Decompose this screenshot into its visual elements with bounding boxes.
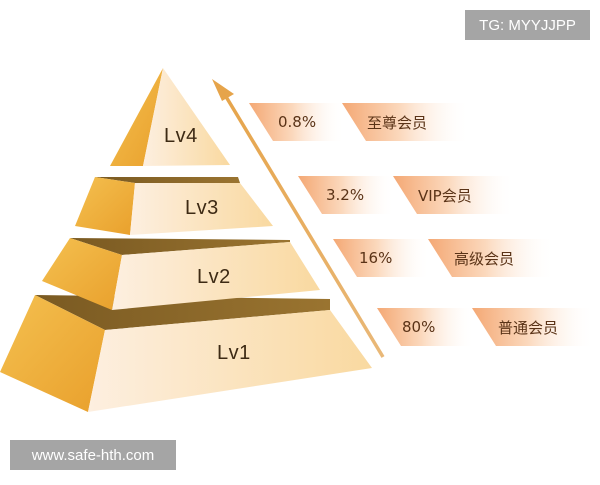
tag-bg — [472, 308, 595, 346]
percent-tag-lv4: 0.8% — [278, 103, 316, 141]
level-label-lv4: Lv4 — [164, 125, 198, 147]
pyramid-level-3 — [75, 177, 273, 235]
tag-bg — [393, 176, 515, 214]
percent-value: 16% — [359, 249, 393, 267]
percent-value: 3.2% — [326, 186, 365, 204]
tier-name: 至尊会员 — [367, 113, 428, 132]
tier-name: VIP会员 — [418, 186, 472, 205]
percent-tag-lv3: 3.2% — [326, 176, 364, 214]
tag-bg — [333, 239, 430, 277]
percent-tag-lv1: 80% — [402, 308, 435, 346]
tag-bg — [377, 308, 475, 346]
tier-tag-lv1: 普通会员 — [498, 308, 558, 346]
percent-value: 0.8% — [278, 113, 317, 131]
tier-tag-lv3: VIP会员 — [418, 176, 472, 214]
tag-bg — [342, 103, 470, 141]
level-label-lv2: Lv2 — [197, 266, 231, 288]
up-arrow-icon — [212, 79, 385, 358]
watermark-top-right: TG: MYYJJPP — [465, 10, 590, 40]
tag-bg — [428, 239, 555, 277]
watermark-bottom-left: www.safe-hth.com — [10, 440, 176, 470]
tier-tag-lv4: 至尊会员 — [367, 103, 427, 141]
tier-name: 高级会员 — [454, 249, 515, 268]
tag-bg — [249, 103, 345, 141]
tier-name: 普通会员 — [498, 318, 559, 337]
tag-bg — [298, 176, 395, 214]
level-label-lv3: Lv3 — [185, 197, 219, 219]
percent-tag-lv2: 16% — [359, 239, 392, 277]
pyramid-level-1 — [0, 295, 372, 412]
pyramid-level-4 — [110, 68, 230, 166]
tier-tag-lv2: 高级会员 — [454, 239, 514, 277]
level-label-lv1: Lv1 — [217, 342, 251, 364]
percent-value: 80% — [402, 318, 436, 336]
pyramid-level-2 — [42, 238, 320, 310]
